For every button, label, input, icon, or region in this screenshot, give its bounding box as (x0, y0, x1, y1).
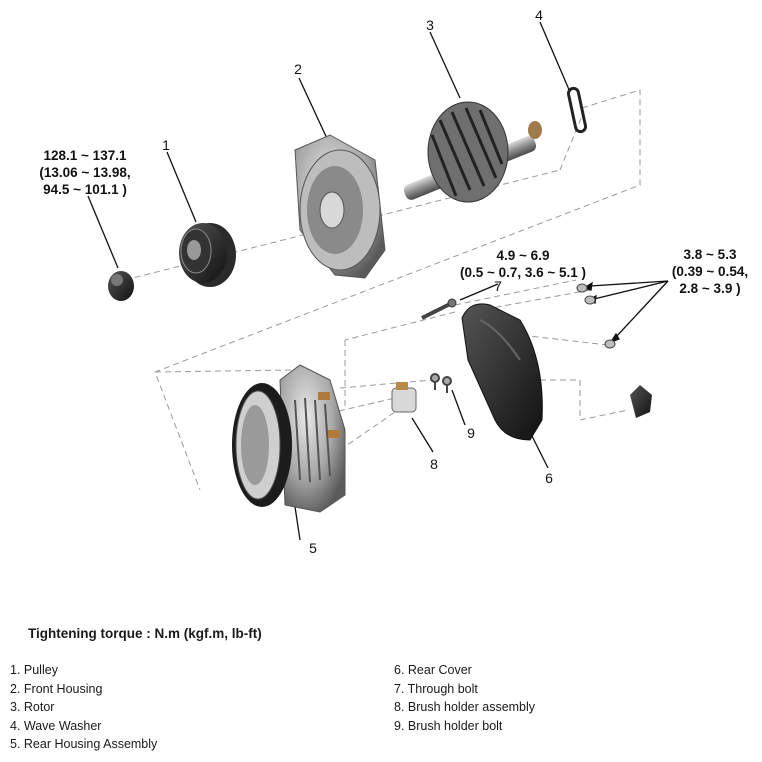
legend-left: 1. Pulley 2. Front Housing 3. Rotor 4. W… (10, 661, 157, 754)
legend-item: 9. Brush holder bolt (394, 718, 503, 733)
legend-item: 4. Wave Washer (10, 718, 102, 733)
part-number-8: 8 (430, 456, 438, 472)
legend-right: 6. Rear Cover 7. Through bolt 8. Brush h… (394, 661, 535, 735)
part-number-1: 1 (162, 137, 170, 153)
part-number-7: 7 (494, 278, 502, 294)
rear-cover-nut-torque-callout: 3.8 ~ 5.3 (0.39 ~ 0.54, 2.8 ~ 3.9 ) (671, 247, 749, 296)
wave-washer (566, 86, 588, 134)
assembly-guide-lines (124, 89, 641, 491)
legend-item: 5. Rear Housing Assembly (10, 737, 158, 752)
pulley-nut-torque-callout: 128.1 ~ 137.1 (13.06 ~ 13.98, 94.5 ~ 101… (39, 148, 131, 197)
pulley (179, 223, 236, 287)
through-bolt (421, 298, 457, 320)
rear-cover (461, 303, 543, 441)
part-number-9: 9 (467, 425, 475, 441)
pulley-nut (108, 271, 134, 301)
terminal-cap (630, 385, 652, 418)
legend-item: 6. Rear Cover (394, 663, 472, 677)
brush-holder-bolts (430, 373, 452, 393)
part-number-5: 5 (309, 540, 317, 556)
front-housing (294, 134, 386, 279)
part-number-3: 3 (426, 17, 434, 33)
torque-units-title: Tightening torque : N.m (kgf.m, lb-ft) (28, 626, 262, 641)
legend-item: 7. Through bolt (394, 681, 478, 696)
part-number-4: 4 (535, 7, 543, 23)
rear-housing-assembly (232, 364, 346, 513)
part-number-2: 2 (294, 61, 302, 77)
leader-lines (87, 21, 669, 541)
part-number-6: 6 (545, 470, 553, 486)
brush-holder-assembly (391, 382, 417, 413)
rotor (403, 101, 542, 203)
legend-item: 2. Front Housing (10, 681, 103, 696)
legend-item: 3. Rotor (10, 700, 55, 715)
rear-cover-nuts (576, 283, 616, 349)
legend-item: 8. Brush holder assembly (394, 700, 536, 715)
exploded-alternator-diagram (87, 21, 669, 541)
through-bolt-torque-callout: 4.9 ~ 6.9 (0.5 ~ 0.7, 3.6 ~ 5.1 ) (459, 248, 587, 280)
legend-item: 1. Pulley (10, 663, 58, 677)
